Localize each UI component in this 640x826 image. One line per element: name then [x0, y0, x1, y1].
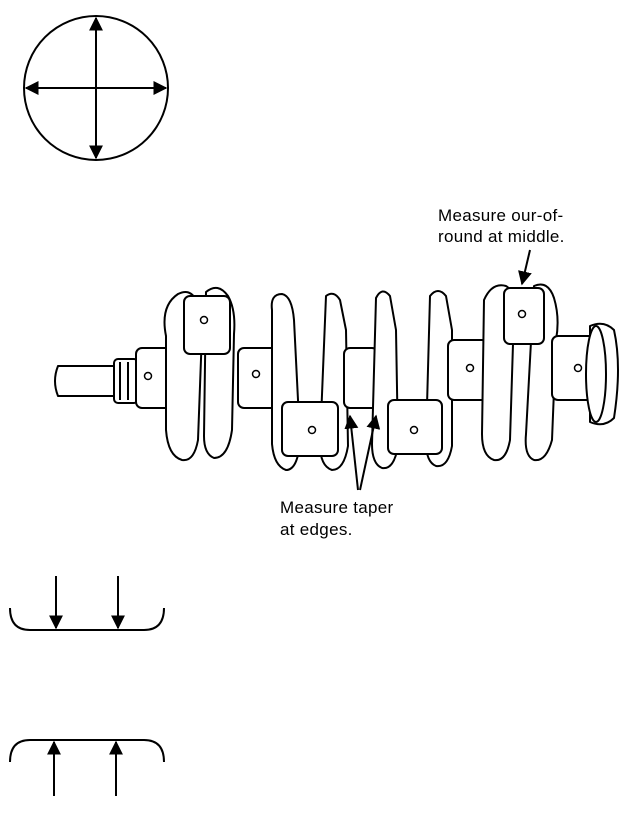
- taper-leader-right: [359, 414, 381, 491]
- taper-leader-left: [344, 414, 359, 491]
- taper-label-line2: at edges.: [280, 520, 353, 539]
- out-of-round-label-line1: Measure our-of-: [438, 206, 564, 225]
- label-leaders: [344, 249, 532, 491]
- taper-profile-bottom: [9, 739, 165, 796]
- flange-face: [585, 325, 607, 423]
- journal-profile-upper: [9, 739, 165, 763]
- journal-circle: [23, 15, 169, 161]
- snout-collar: [113, 358, 139, 404]
- out-of-round-leader: [518, 249, 532, 286]
- round-cross-section: [23, 15, 169, 161]
- rod-journal-1: [183, 295, 231, 355]
- crankshaft: [54, 283, 619, 471]
- out-of-round-label-line2: round at middle.: [438, 227, 565, 246]
- journal-profile-lower: [9, 607, 165, 631]
- crank-snout: [54, 365, 115, 397]
- taper-label-line1: Measure taper: [280, 498, 394, 517]
- taper-profile-top: [9, 576, 165, 631]
